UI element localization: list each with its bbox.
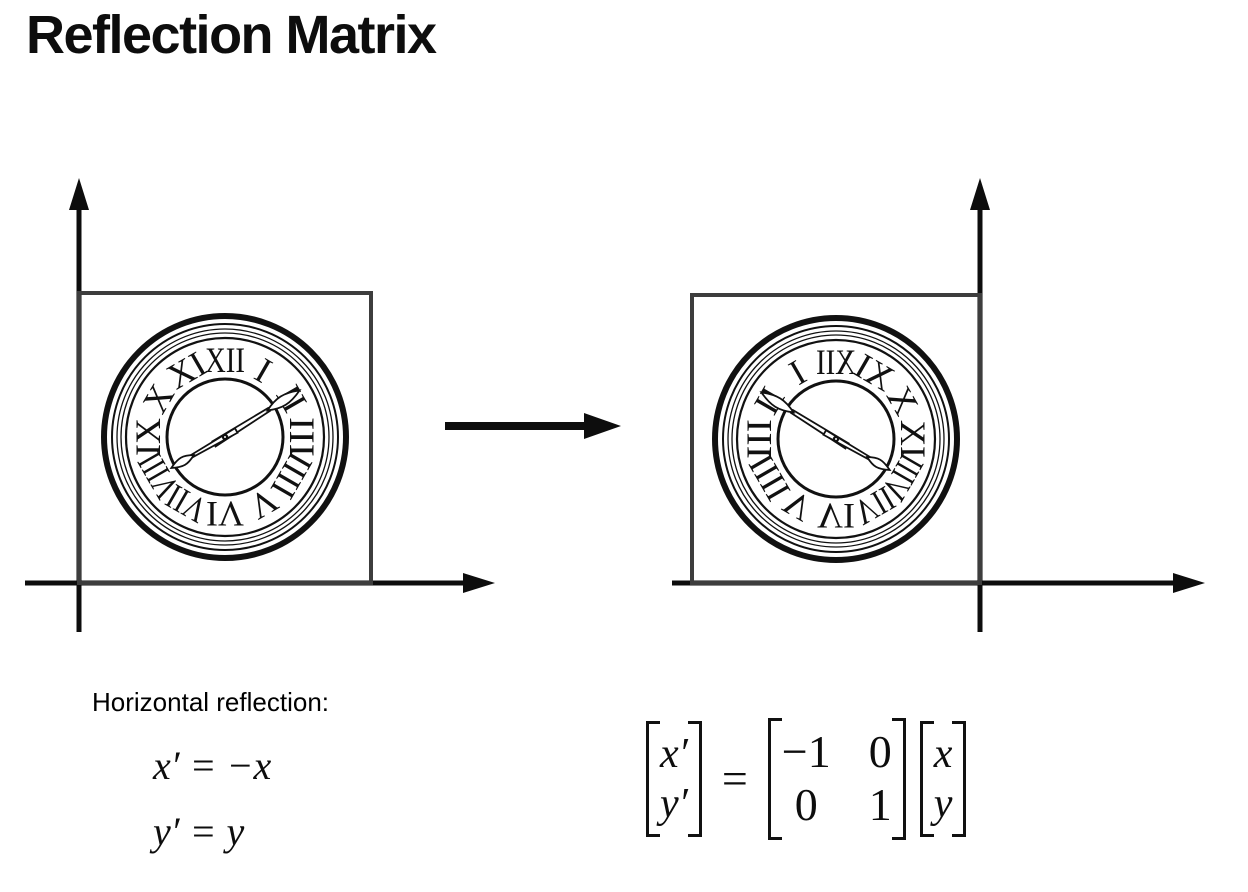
clock-ring [165,377,285,497]
right-coordinate-plane: XIIIIIIIIIIIIVVIVIIVIIIIXXXI [672,178,1205,632]
clock-numeral: I [248,350,278,391]
clock-numeral: III [739,419,779,459]
matrix-cell: 0 [794,778,818,830]
equation-x: x′ = −x [153,743,272,788]
clock-ring [124,336,326,538]
matrix-cell: −1 [781,726,831,777]
clock-ring [712,315,960,563]
transform-matrix: −1 0 0 1 [767,718,906,840]
clock-center-dot [835,438,837,440]
clock-center-dot [224,436,226,438]
vector-entry: x′ [660,730,688,777]
unit-square-box [77,291,373,585]
vector-entry: y [933,780,953,827]
vector-entry: y′ [660,780,688,827]
matrix-cell: 0 [868,726,892,777]
equals-sign: = [721,753,748,805]
clock-ring [735,338,937,540]
clock-numeral: XII [816,342,856,382]
clock-ring [101,313,349,561]
transform-arrow [445,413,621,439]
clock-numeral: IX [893,420,933,458]
clock-numeral: VI [206,494,244,534]
clock-numeral: XII [205,340,245,380]
x-axis-arrowhead [463,573,495,593]
horizontal-reflection-label: Horizontal reflection: [92,687,329,717]
clock-illustration: XIIIIIIIIIIIIVVIVIIVIIIIXXXI [101,313,349,561]
clock-numeral: IX [128,418,168,456]
left-coordinate-plane: XIIIIIIIIIIIIVVIVIIVIIIIXXXI [25,178,495,632]
unit-square-box [690,293,982,585]
mirrored-clock-illustration: XIIIIIIIIIIIIVVIVIIVIIIIXXXI [712,315,960,563]
y-axis-arrowhead [970,178,990,210]
clock-numeral: III [282,417,322,457]
clock-ring [731,334,941,544]
clock-numeral: VI [817,496,855,536]
vector-entry: x [933,730,953,777]
clock-ring [111,323,339,551]
y-axis-arrowhead [69,178,89,210]
hour-hand [190,427,239,459]
page-title: Reflection Matrix [26,5,437,65]
hour-hand-tip [169,454,196,470]
matrix-equation: x′ y′ = −1 0 0 1 x y [646,718,967,840]
clock-ring [722,325,950,553]
lhs-vector: x′ y′ [646,720,702,838]
hour-hand-tip [865,456,892,472]
clock-ring [776,379,896,499]
hour-hand [822,429,871,461]
x-axis-arrowhead [1173,573,1205,593]
clock-ring [120,332,330,542]
rhs-vector: x y [919,720,967,838]
clock-ring [116,328,334,546]
arrow-head [584,413,621,439]
clock-ring [727,330,945,548]
equation-y: y′ = y [153,809,245,854]
minute-hand-tip [759,391,796,414]
minute-hand-tip [265,389,302,412]
clock-numeral: I [782,352,812,393]
matrix-cell: 1 [868,778,892,830]
